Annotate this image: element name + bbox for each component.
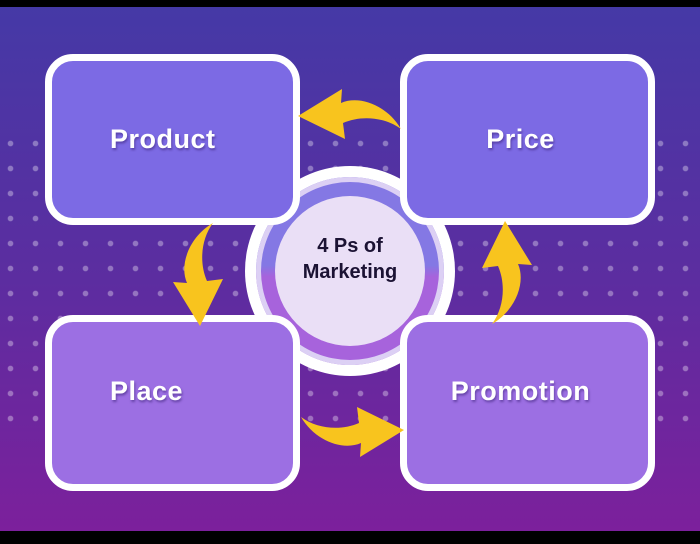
- center-label-line2: Marketing: [302, 261, 398, 283]
- box-price: Price: [400, 54, 655, 225]
- box-price-label: Price: [486, 124, 555, 154]
- letterbox-bar-bottom: [0, 531, 700, 544]
- center-label-line1: 4 Ps of: [317, 235, 383, 257]
- box-promotion: Promotion: [400, 315, 655, 491]
- arrow-promotion-to-price-icon: [472, 218, 534, 328]
- arrow-product-to-place-icon: [171, 219, 233, 329]
- arrow-price-to-product-icon: [295, 87, 405, 149]
- box-place-label: Place: [110, 375, 184, 406]
- letterbox-bar-top: [0, 0, 700, 7]
- arrow-place-to-promotion-icon: [297, 397, 407, 459]
- box-place: Place: [45, 315, 300, 491]
- box-product: Product: [45, 54, 300, 225]
- box-product-label: Product: [110, 124, 216, 154]
- box-promotion-label: Promotion: [450, 375, 591, 406]
- center-circle-label: 4 Ps of Marketing: [275, 196, 425, 346]
